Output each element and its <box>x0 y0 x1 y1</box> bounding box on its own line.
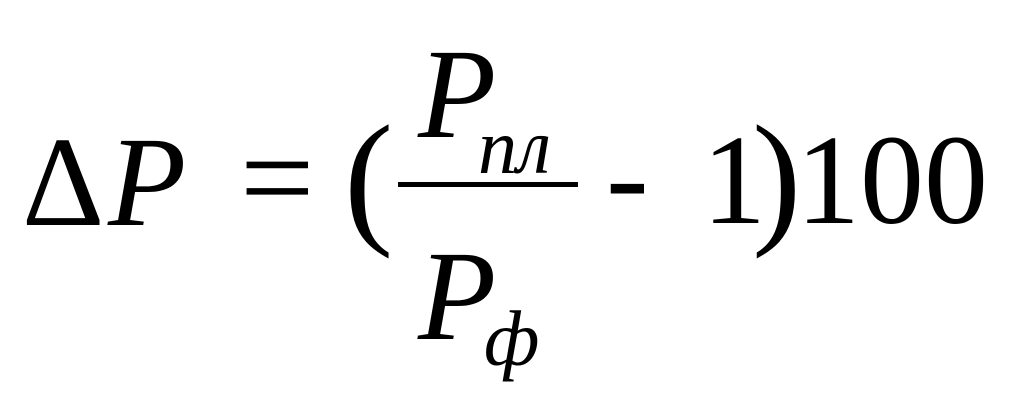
equals-sign: = <box>240 104 315 251</box>
lhs-variable: P <box>108 111 187 253</box>
numerator-variable: P <box>418 23 497 165</box>
numerator-subscript: пл <box>478 103 552 190</box>
open-parenthesis: ( <box>344 96 394 260</box>
minus-sign: - <box>606 105 649 247</box>
multiplier-number: 100 <box>796 109 988 251</box>
denominator-subscript: ф <box>484 295 540 382</box>
delta-symbol: Δ <box>22 111 105 253</box>
number-one: 1 <box>702 109 766 251</box>
close-parenthesis: ) <box>752 96 802 260</box>
denominator-variable: P <box>418 225 497 367</box>
fraction-bar <box>398 182 578 187</box>
